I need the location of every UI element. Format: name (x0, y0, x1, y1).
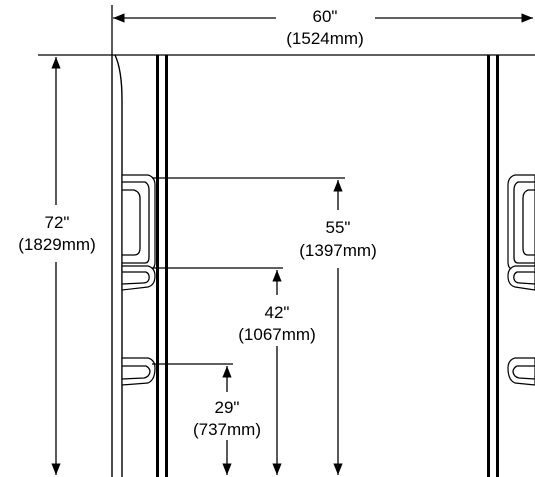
upper-bar-metric-label: (1397mm) (299, 241, 376, 260)
right-lower-grab-bar (507, 357, 535, 386)
right-upper-grab-bar (507, 174, 535, 271)
middle-bar-height-dimension: 42" (1067mm) (152, 267, 316, 475)
left-wall-panel (111, 54, 168, 477)
lower-bar-metric-label: (737mm) (193, 420, 261, 439)
middle-bar-metric-label: (1067mm) (238, 325, 315, 344)
overall-height-metric-label: (1829mm) (18, 235, 95, 254)
lower-bar-height-dimension: 29" (737mm) (152, 363, 261, 475)
width-imperial-label: 60" (313, 7, 338, 26)
right-wall-panel (487, 55, 499, 477)
width-metric-label: (1524mm) (286, 29, 363, 48)
upper-bar-height-dimension: 55" (1397mm) (152, 177, 377, 475)
middle-bar-imperial-label: 42" (265, 303, 290, 322)
left-middle-grab-bar (121, 265, 156, 291)
overall-height-imperial-label: 72" (45, 213, 70, 232)
upper-bar-imperial-label: 55" (326, 218, 351, 237)
right-middle-grab-bar (507, 265, 535, 291)
lower-bar-imperial-label: 29" (215, 398, 240, 417)
overall-height-dimension: 72" (1829mm) (18, 57, 96, 475)
left-wall-inner-edge (114, 54, 123, 477)
left-upper-grab-bar (121, 174, 156, 271)
width-dimension: 60" (1524mm) (111, 5, 533, 55)
left-lower-grab-bar (121, 357, 156, 386)
